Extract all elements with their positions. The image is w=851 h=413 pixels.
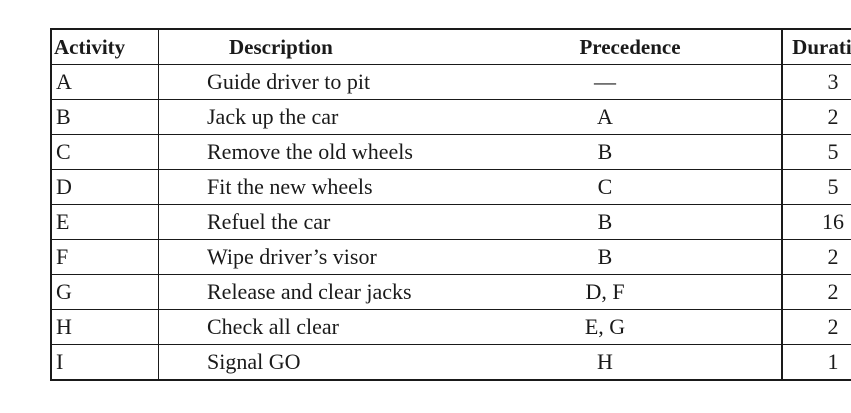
cell-activity: B <box>51 99 159 135</box>
cell-description: Release and clear jacks <box>158 274 529 310</box>
cell-precedence: E, G <box>529 309 783 345</box>
table-row: A Guide driver to pit — 3 <box>51 64 851 100</box>
table-header-row: Activity Description Precedence Duration <box>51 29 851 65</box>
table-row: F Wipe driver’s visor B 2 <box>51 239 851 275</box>
table-row: C Remove the old wheels B 5 <box>51 134 851 170</box>
cell-duration: 2 <box>782 309 851 345</box>
cell-description: Guide driver to pit <box>158 64 529 100</box>
cell-activity: E <box>51 204 159 240</box>
table-row: B Jack up the car A 2 <box>51 99 851 135</box>
cell-description: Wipe driver’s visor <box>158 239 529 275</box>
cell-activity: G <box>51 274 159 310</box>
table-row: G Release and clear jacks D, F 2 <box>51 274 851 310</box>
cell-precedence: — <box>529 64 783 100</box>
cell-precedence: B <box>529 134 783 170</box>
cell-description: Jack up the car <box>158 99 529 135</box>
cell-duration: 2 <box>782 239 851 275</box>
cell-duration: 5 <box>782 134 851 170</box>
table-row: I Signal GO H 1 <box>51 344 851 380</box>
cell-description: Remove the old wheels <box>158 134 529 170</box>
cell-precedence: C <box>529 169 783 205</box>
cell-duration: 1 <box>782 344 851 380</box>
cell-precedence: B <box>529 239 783 275</box>
activity-table: Activity Description Precedence Duration… <box>50 28 851 381</box>
cell-duration: 3 <box>782 64 851 100</box>
cell-description: Refuel the car <box>158 204 529 240</box>
cell-duration: 2 <box>782 99 851 135</box>
header-precedence: Precedence <box>529 29 783 65</box>
header-duration: Duration <box>782 29 851 65</box>
cell-duration: 5 <box>782 169 851 205</box>
cell-precedence: A <box>529 99 783 135</box>
cell-activity: A <box>51 64 159 100</box>
cell-activity: F <box>51 239 159 275</box>
cell-activity: I <box>51 344 159 380</box>
cell-description: Fit the new wheels <box>158 169 529 205</box>
table-row: E Refuel the car B 16 <box>51 204 851 240</box>
cell-precedence: D, F <box>529 274 783 310</box>
cell-activity: C <box>51 134 159 170</box>
cell-duration: 16 <box>782 204 851 240</box>
cell-precedence: B <box>529 204 783 240</box>
cell-duration: 2 <box>782 274 851 310</box>
header-description: Description <box>158 29 529 65</box>
cell-description: Check all clear <box>158 309 529 345</box>
table-row: H Check all clear E, G 2 <box>51 309 851 345</box>
cell-activity: H <box>51 309 159 345</box>
cell-activity: D <box>51 169 159 205</box>
header-activity: Activity <box>51 29 159 65</box>
table-row: D Fit the new wheels C 5 <box>51 169 851 205</box>
cell-description: Signal GO <box>158 344 529 380</box>
cell-precedence: H <box>529 344 783 380</box>
